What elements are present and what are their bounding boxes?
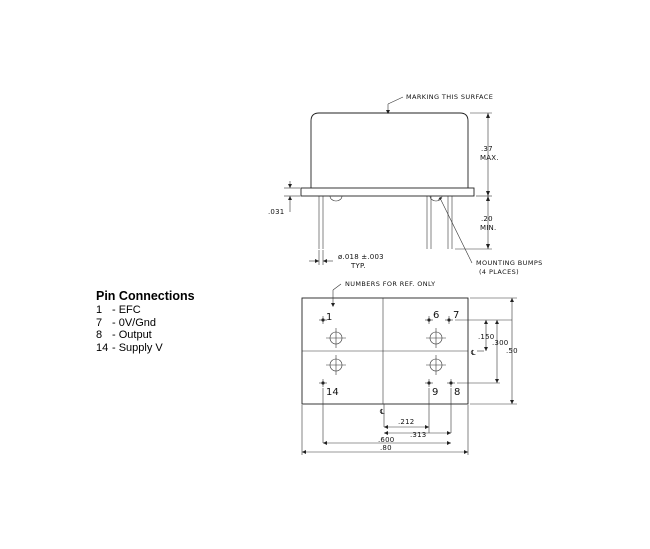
- pin-7-marker: [445, 316, 453, 324]
- pin-number: 1: [96, 304, 103, 316]
- dim-212: .212: [398, 418, 414, 426]
- pin-label-8: 8: [454, 387, 460, 398]
- bottom-view: NUMBERS FOR REF. ONLY 1 6 7 14 9 8: [301, 280, 518, 455]
- dim-height-max-suffix: MAX.: [480, 154, 499, 162]
- side-pins: [318, 196, 453, 249]
- mounting-bump-mark-2: [426, 328, 446, 348]
- pin-1-marker: [319, 316, 327, 324]
- mounting-bump-mark-4: [426, 355, 446, 375]
- pin-row: 1 - EFC: [96, 304, 195, 317]
- pin-6-marker: [425, 316, 433, 324]
- dim-pin-diameter: ø.018 ±.003: [338, 253, 384, 261]
- pin-label-14: 14: [326, 387, 339, 398]
- pin-9-marker: [425, 379, 433, 387]
- mounting-bump-left: [329, 195, 343, 202]
- pin-function: - Supply V: [112, 341, 163, 354]
- pin-row: 8 - Output: [96, 329, 195, 342]
- mounting-bump-right: [429, 195, 443, 202]
- pin-number: 7: [96, 316, 103, 329]
- pin-row: 14- Supply V: [96, 342, 195, 355]
- pin-label-1: 1: [326, 312, 332, 323]
- side-view: MARKING THIS SURFACE .37 MAX. .20 MIN. .…: [268, 93, 543, 276]
- marking-surface-note: MARKING THIS SURFACE: [406, 93, 493, 101]
- pin-number: 8: [96, 329, 103, 341]
- base-plate: [300, 187, 475, 197]
- pin-number: 14: [96, 341, 109, 354]
- pin-function: - 0V/Gnd: [112, 316, 157, 329]
- pin-function: - Output: [112, 329, 152, 341]
- package-body: [310, 112, 469, 188]
- dim-standoff-min-suffix: MIN.: [480, 224, 496, 232]
- dim-50: .50: [506, 347, 518, 355]
- pin-label-9: 9: [432, 387, 438, 398]
- pin-label-6: 6: [433, 310, 439, 321]
- pin-8-marker: [447, 379, 455, 387]
- dim-standoff-min-value: .20: [481, 215, 493, 223]
- dim-600: .600: [378, 436, 394, 444]
- dim-base-thickness: .031: [268, 208, 284, 216]
- centerline-symbol-bottom: ℄: [380, 408, 385, 416]
- pin-label-7: 7: [453, 310, 459, 321]
- pin-connections-panel: Pin Connections 1 - EFC 7 - 0V/Gnd 8 - Outp…: [96, 289, 195, 354]
- pin-connections-title: Pin Connections: [96, 289, 195, 303]
- centerline-symbol-right: ℄: [471, 349, 476, 357]
- dim-80: .80: [380, 444, 392, 452]
- dim-150: .150: [478, 333, 494, 341]
- pin-14-marker: [319, 379, 327, 387]
- mounting-bump-mark-3: [326, 355, 346, 375]
- mounting-bumps-note-2: (4 PLACES): [479, 268, 519, 276]
- dim-300: .300: [492, 339, 508, 347]
- pin-row: 7 - 0V/Gnd: [96, 317, 195, 330]
- mounting-bump-mark-1: [326, 328, 346, 348]
- mounting-bumps-note-1: MOUNTING BUMPS: [476, 259, 543, 267]
- dim-313: .313: [410, 431, 426, 439]
- dim-height-max-value: .37: [481, 145, 493, 153]
- dim-pin-diameter-typ: TYP.: [350, 262, 366, 270]
- pin-function: - EFC: [112, 304, 141, 316]
- numbers-ref-note: NUMBERS FOR REF. ONLY: [345, 280, 436, 288]
